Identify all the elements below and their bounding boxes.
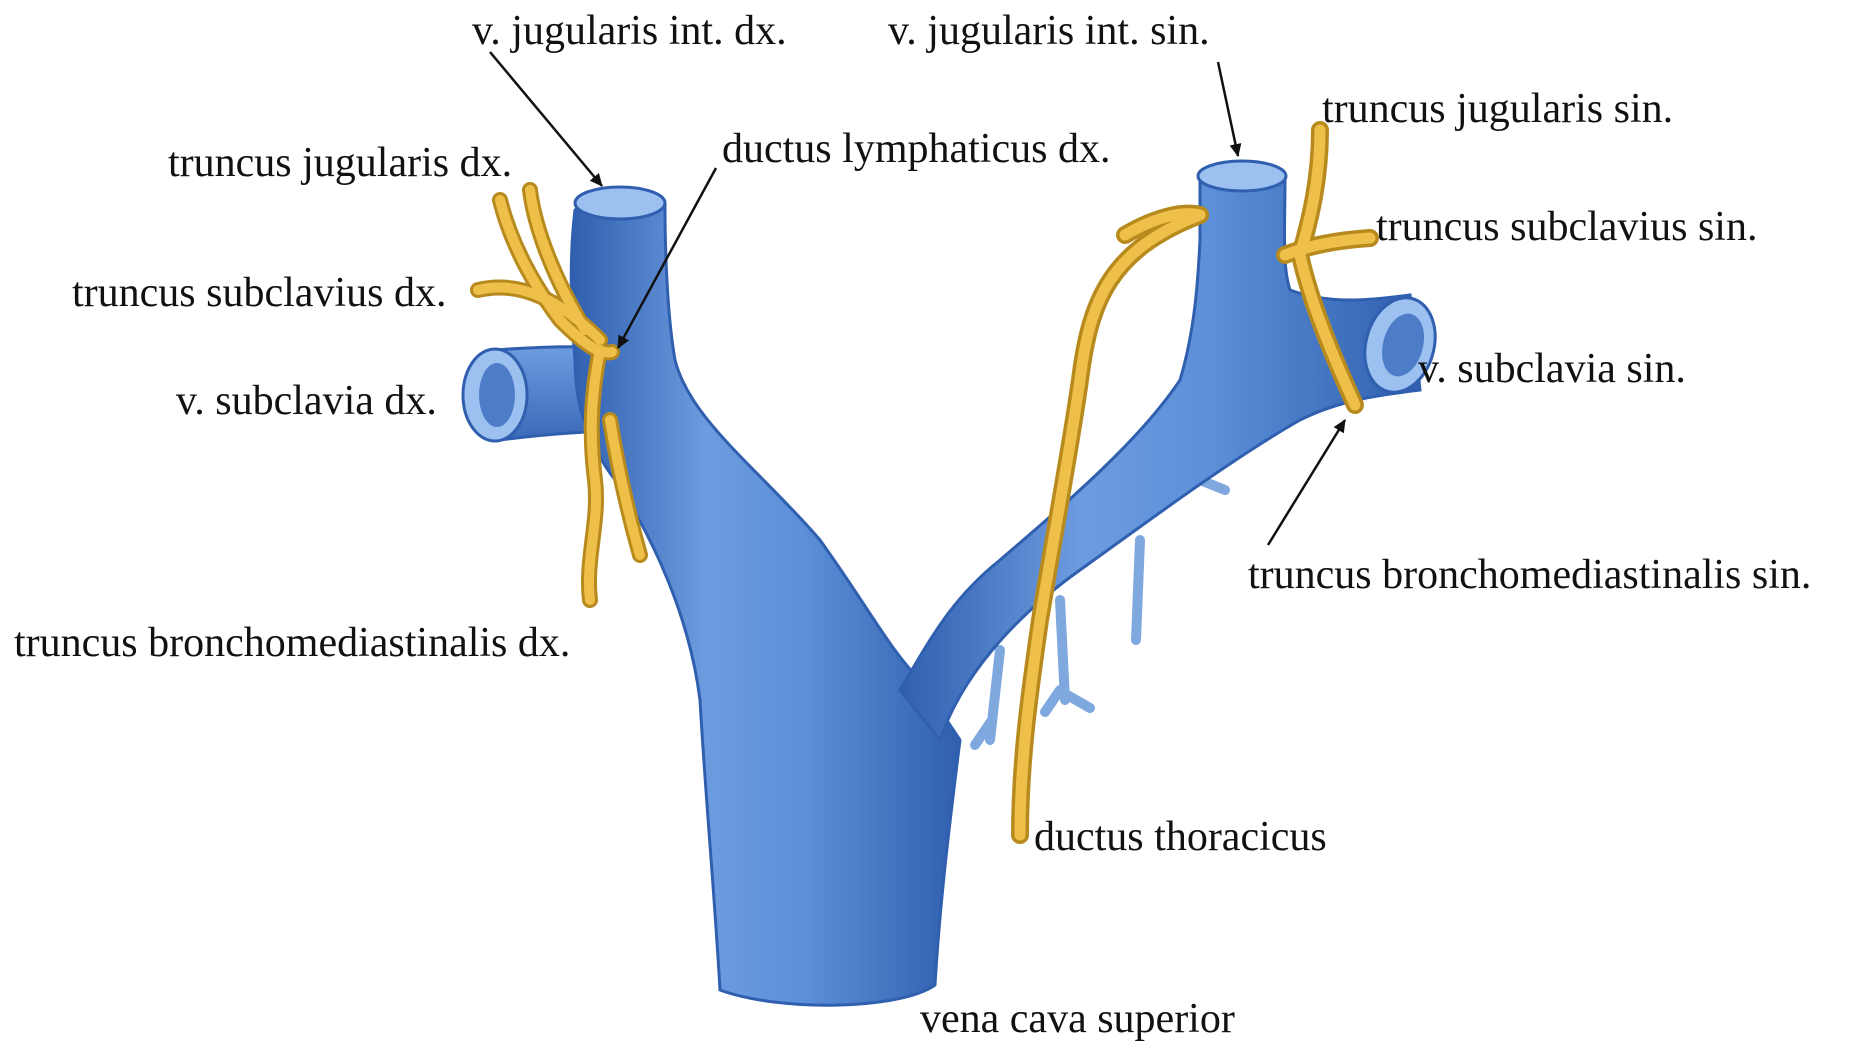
label-ductus-lymphaticus-dx: ductus lymphaticus dx.	[722, 126, 1110, 172]
v-jugularis-int-sin-top	[1198, 161, 1286, 191]
brachiocephalic-sin-shape	[900, 168, 1420, 740]
right-venous-trunk	[463, 187, 960, 1005]
label-truncus-subclavius-dx: truncus subclavius dx.	[72, 270, 446, 316]
label-truncus-jugularis-dx: truncus jugularis dx.	[168, 140, 512, 186]
v-jugularis-int-dx-top	[575, 187, 665, 219]
left-venous-trunk	[900, 161, 1445, 740]
label-v-jugularis-int-dx: v. jugularis int. dx.	[472, 8, 787, 54]
label-v-subclavia-sin: v. subclavia sin.	[1418, 346, 1686, 392]
label-truncus-jugularis-sin: truncus jugularis sin.	[1322, 86, 1673, 132]
label-truncus-bronchomediastinalis-sin: truncus bronchomediastinalis sin.	[1248, 552, 1811, 598]
label-truncus-subclavius-sin: truncus subclavius sin.	[1376, 204, 1757, 250]
label-v-jugularis-int-sin: v. jugularis int. sin.	[888, 8, 1210, 54]
label-vena-cava-superior: vena cava superior	[920, 996, 1235, 1042]
leader-v-jugularis-int-sin	[1218, 62, 1238, 156]
label-truncus-bronchomediastinalis-dx: truncus bronchomediastinalis dx.	[14, 620, 570, 666]
leader-truncus-bronchomediastinalis-sin	[1268, 420, 1345, 545]
label-ductus-thoracicus: ductus thoracicus	[1034, 814, 1327, 860]
label-v-subclavia-dx: v. subclavia dx.	[176, 378, 437, 424]
v-jugularis-int-dx-shape	[571, 194, 960, 1005]
